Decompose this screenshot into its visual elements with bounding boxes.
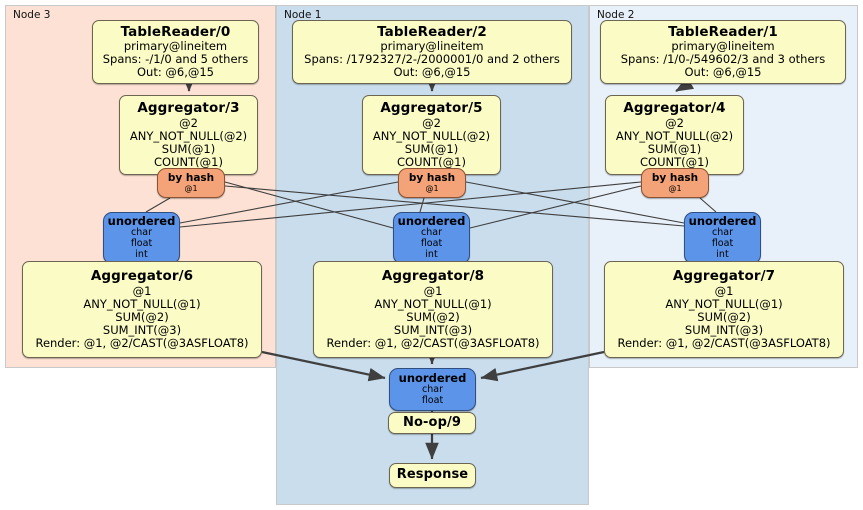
node-aggregator-6[interactable]: Aggregator/6 @1 ANY_NOT_NULL(@1) SUM(@2)…: [22, 261, 262, 358]
node-line: ANY_NOT_NULL(@2): [129, 128, 248, 143]
sync-line: char: [421, 227, 442, 239]
node-line: SUM(@1): [161, 141, 216, 156]
sync-line: char: [422, 384, 443, 396]
node-line: @1: [714, 283, 734, 298]
node-tablereader-1[interactable]: TableReader/1 primary@lineitem Spans: /1…: [600, 20, 846, 84]
sync-line: char: [131, 227, 152, 239]
node-line: @1: [132, 283, 152, 298]
node-title: Aggregator/4: [623, 100, 726, 117]
node-title: Aggregator/7: [672, 268, 776, 285]
node-line: SUM(@2): [115, 309, 169, 324]
node-tablereader-2[interactable]: TableReader/2 primary@lineitem Spans: /1…: [292, 20, 572, 84]
sync-title: unordered: [688, 214, 757, 229]
sync-line: float: [130, 238, 153, 250]
node-line: primary@lineitem: [380, 39, 484, 54]
node-line: Spans: /1/0-/549602/3 and 3 others: [620, 52, 826, 67]
sync-title: unordered: [397, 214, 466, 229]
node-response[interactable]: Response: [389, 463, 476, 488]
node-title: TableReader/1: [668, 23, 778, 40]
sync-line: float: [711, 238, 734, 250]
node-line: Render: @1, @2/CAST(@3ASFLOAT8): [617, 335, 831, 350]
node-line: ANY_NOT_NULL(@2): [615, 128, 734, 143]
node-line: SUM(@1): [647, 141, 702, 156]
node-title: TableReader/0: [120, 23, 231, 40]
router-line: @1: [425, 184, 439, 194]
node-title: Aggregator/3: [137, 100, 240, 117]
router-by-hash-4[interactable]: by hash @1: [641, 168, 709, 198]
sync-line: float: [421, 394, 444, 406]
node-line: SUM(@2): [697, 309, 751, 324]
node-line: COUNT(@1): [154, 154, 223, 169]
node-line: COUNT(@1): [397, 154, 466, 169]
sync-line: float: [420, 238, 443, 250]
node-line: @1: [423, 283, 443, 298]
router-line: @1: [184, 184, 198, 194]
node-line: Spans: -/1/0 and 5 others: [102, 52, 249, 67]
node-title: Aggregator/5: [380, 100, 483, 117]
node-title: Response: [396, 467, 469, 483]
node-aggregator-5[interactable]: Aggregator/5 @2 ANY_NOT_NULL(@2) SUM(@1)…: [362, 95, 501, 175]
cluster-label-node1: Node 1: [284, 9, 322, 21]
node-line: ANY_NOT_NULL(@1): [665, 296, 783, 311]
node-line: primary@lineitem: [123, 39, 228, 54]
node-title: Aggregator/6: [90, 268, 194, 285]
node-line: Out: @6,@15: [393, 65, 471, 80]
node-line: Out: @6,@15: [684, 65, 762, 80]
sync-line: int: [425, 248, 438, 260]
node-line: COUNT(@1): [640, 154, 709, 169]
node-aggregator-3[interactable]: Aggregator/3 @2 ANY_NOT_NULL(@2) SUM(@1)…: [119, 95, 258, 175]
router-title: by hash: [408, 171, 456, 184]
sync-unordered-center[interactable]: unordered char float int: [393, 212, 470, 264]
node-aggregator-7[interactable]: Aggregator/7 @1 ANY_NOT_NULL(@1) SUM(@2)…: [604, 261, 844, 358]
node-line: Render: @1, @2/CAST(@3ASFLOAT8): [35, 335, 249, 350]
router-by-hash-5[interactable]: by hash @1: [398, 168, 466, 198]
node-line: Spans: /1792327/2-/2000001/0 and 2 other…: [304, 52, 560, 67]
cluster-label-node2: Node 2: [597, 9, 635, 21]
node-line: ANY_NOT_NULL(@1): [83, 296, 201, 311]
sync-line: int: [716, 248, 729, 260]
sync-unordered-final[interactable]: unordered char float: [389, 368, 476, 411]
node-line: SUM_INT(@3): [102, 322, 182, 337]
node-line: ANY_NOT_NULL(@2): [372, 128, 491, 143]
node-noop-9[interactable]: No-op/9: [388, 412, 476, 434]
sync-line: char: [712, 227, 733, 239]
node-title: No-op/9: [403, 414, 461, 430]
node-line: Out: @6,@15: [137, 65, 214, 80]
node-line: primary@lineitem: [671, 39, 775, 54]
sync-line: int: [135, 248, 148, 260]
sync-unordered-right[interactable]: unordered char float int: [684, 212, 761, 264]
router-title: by hash: [651, 171, 699, 184]
router-by-hash-3[interactable]: by hash @1: [157, 168, 225, 198]
node-line: ANY_NOT_NULL(@1): [374, 296, 492, 311]
node-aggregator-8[interactable]: Aggregator/8 @1 ANY_NOT_NULL(@1) SUM(@2)…: [313, 261, 553, 358]
node-title: TableReader/2: [377, 23, 487, 40]
router-title: by hash: [167, 171, 215, 184]
node-aggregator-4[interactable]: Aggregator/4 @2 ANY_NOT_NULL(@2) SUM(@1)…: [605, 95, 744, 175]
node-line: @2: [422, 115, 441, 130]
node-line: @2: [179, 115, 198, 130]
node-line: @2: [665, 115, 684, 130]
router-line: @1: [668, 184, 682, 194]
node-tablereader-0[interactable]: TableReader/0 primary@lineitem Spans: -/…: [92, 20, 259, 84]
node-line: SUM(@1): [404, 141, 459, 156]
node-line: SUM(@2): [406, 309, 460, 324]
node-title: Aggregator/8: [381, 268, 485, 285]
sync-title: unordered: [398, 371, 467, 386]
node-line: SUM_INT(@3): [393, 322, 473, 337]
node-line: SUM_INT(@3): [684, 322, 764, 337]
node-line: Render: @1, @2/CAST(@3ASFLOAT8): [326, 335, 540, 350]
cluster-label-node3: Node 3: [13, 9, 51, 21]
sync-title: unordered: [107, 214, 176, 229]
sync-unordered-left[interactable]: unordered char float int: [103, 212, 180, 264]
